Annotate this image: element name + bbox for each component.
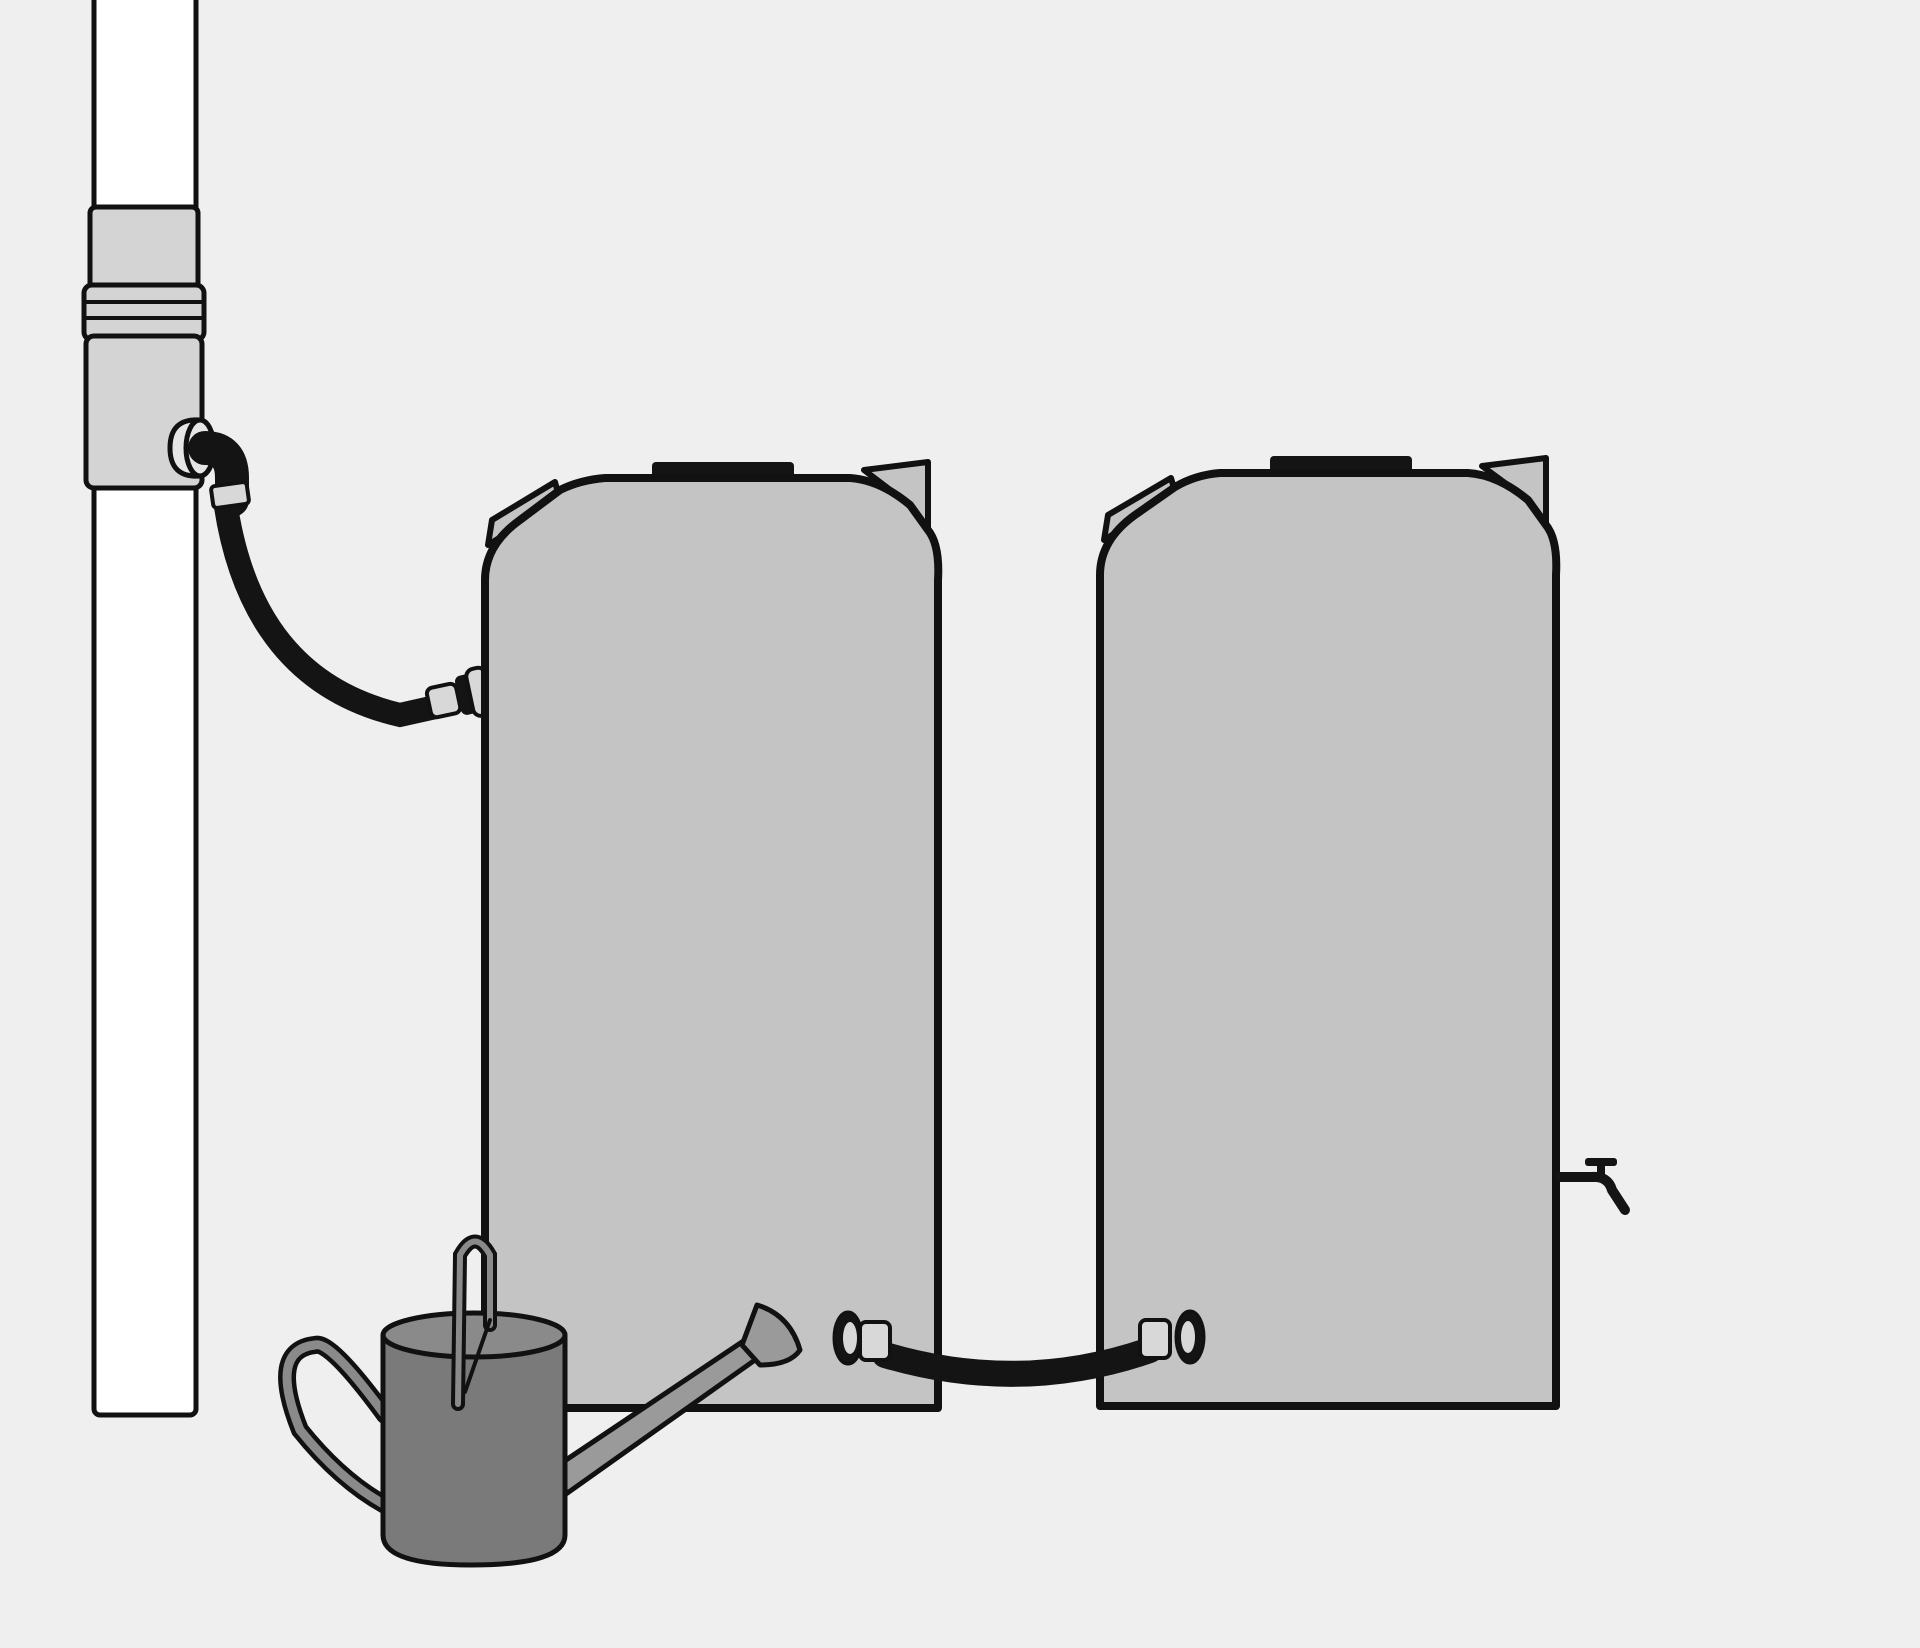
- outlet-tap-icon: [1556, 1158, 1630, 1215]
- hose-elbow: [188, 431, 249, 517]
- watering-can-top: [380, 1310, 568, 1360]
- inlet-hose: [188, 431, 495, 728]
- pipe-collar: [87, 204, 201, 295]
- inlet-hose-tube: [213, 488, 452, 728]
- downpipe: [81, 0, 217, 1418]
- watering-can-icon: [278, 1234, 803, 1568]
- tank-1-body: [481, 474, 943, 1412]
- water-tank-1: [481, 459, 943, 1412]
- hose-clamp: [209, 480, 251, 510]
- link-hose-tube: [872, 1337, 1163, 1387]
- watering-can-rose: [739, 1302, 803, 1368]
- watering-can-body: [380, 1332, 568, 1568]
- tank-2-body: [1096, 469, 1561, 1410]
- link-hose: [832, 1309, 1206, 1387]
- link-connector-left: [832, 1310, 892, 1366]
- pipe-ribbed-band: [81, 282, 207, 343]
- link-connector-right: [1138, 1309, 1206, 1365]
- water-tank-2: [1096, 455, 1630, 1410]
